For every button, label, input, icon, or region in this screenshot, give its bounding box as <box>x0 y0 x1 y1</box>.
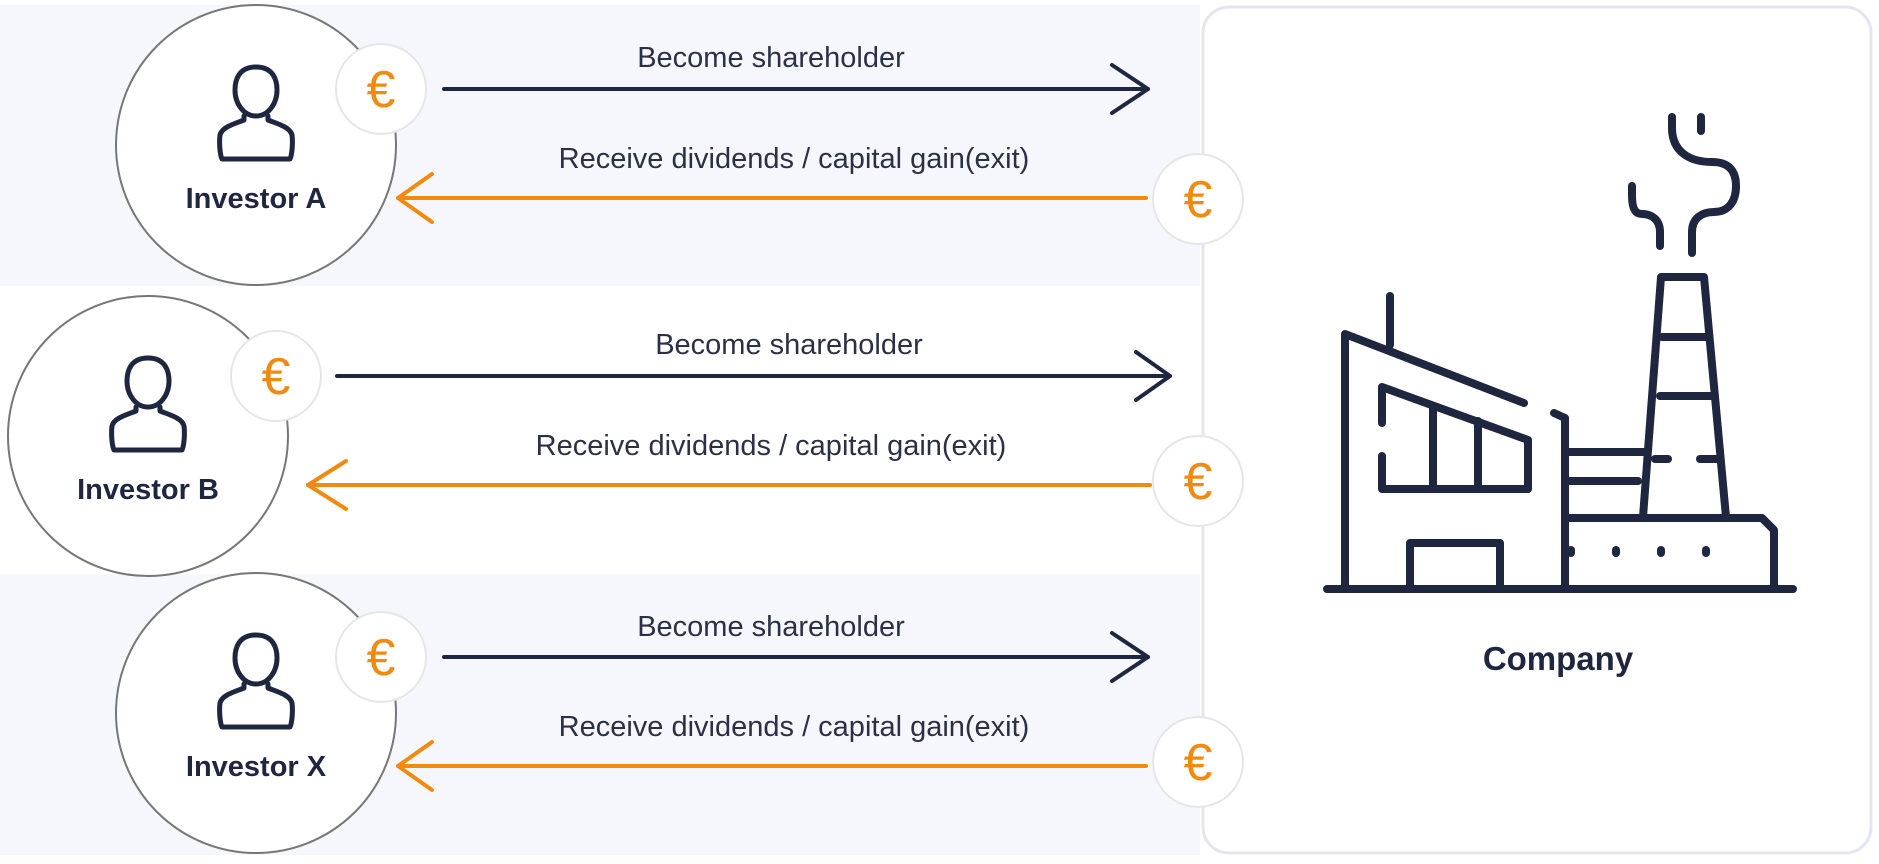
person-icon <box>217 64 295 162</box>
investor-name: Investor A <box>186 183 327 215</box>
return-arrow-a <box>396 172 1148 224</box>
investor-a-node: Investor A <box>115 4 397 286</box>
euro-icon: € <box>1184 734 1213 792</box>
euro-badge-invest-x: € <box>335 611 427 703</box>
invest-label-x: Become shareholder <box>637 611 905 643</box>
person-icon <box>217 632 295 730</box>
investor-x-node: Investor X <box>115 572 397 854</box>
factory-icon <box>1323 113 1797 593</box>
euro-badge-return-x: € <box>1152 716 1244 808</box>
return-arrow-b <box>306 459 1152 511</box>
invest-arrow-x <box>442 631 1150 683</box>
euro-badge-invest-a: € <box>335 43 427 135</box>
invest-arrow-b <box>335 350 1172 402</box>
investor-circle <box>115 572 397 854</box>
return-label-x: Receive dividends / capital gain(exit) <box>559 711 1030 743</box>
return-arrow-x <box>396 740 1148 792</box>
euro-icon: € <box>367 61 396 119</box>
euro-icon: € <box>1184 453 1213 511</box>
euro-icon: € <box>367 629 396 687</box>
company-name: Company <box>1483 640 1634 677</box>
invest-label-a: Become shareholder <box>637 42 905 74</box>
investor-circle <box>115 4 397 286</box>
return-label-a: Receive dividends / capital gain(exit) <box>559 143 1030 175</box>
euro-badge-return-a: € <box>1152 153 1244 245</box>
invest-arrow-a <box>442 63 1150 115</box>
invest-label-b: Become shareholder <box>655 329 923 361</box>
investor-circle <box>7 295 289 577</box>
company-card <box>1201 5 1873 855</box>
investor-b-node: Investor B <box>7 295 289 577</box>
return-label-b: Receive dividends / capital gain(exit) <box>536 430 1007 462</box>
euro-icon: € <box>1184 171 1213 229</box>
investor-name: Investor X <box>186 751 327 783</box>
euro-badge-return-b: € <box>1152 435 1244 527</box>
investor-name: Investor B <box>77 474 219 506</box>
person-icon <box>109 355 187 453</box>
euro-badge-invest-b: € <box>230 330 322 422</box>
euro-icon: € <box>262 348 291 406</box>
